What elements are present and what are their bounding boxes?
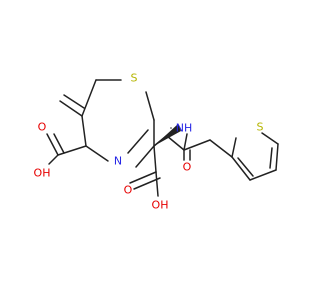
bond [183, 133, 188, 151]
bond [53, 133, 65, 154]
bond [85, 145, 109, 162]
bond [166, 135, 185, 151]
bond [81, 79, 97, 117]
bond [231, 137, 237, 158]
bond-layer-extra [183, 133, 188, 151]
bond [249, 169, 277, 181]
atom-label-hydroxyl: OH [34, 167, 51, 180]
atom-label-oxygen: O [124, 184, 133, 197]
bond [48, 154, 59, 165]
bond [145, 91, 155, 121]
bond [269, 147, 273, 169]
bond [129, 171, 157, 184]
bond [81, 115, 87, 147]
bond [209, 139, 233, 158]
molecule-structure: S N O OH NH O O OH S [34, 72, 279, 212]
atom-label-nh: NH [176, 122, 193, 135]
bond [133, 177, 161, 190]
bond [135, 145, 155, 168]
bond [155, 171, 159, 197]
bond [237, 157, 254, 177]
bond [46, 133, 59, 156]
atom-label-nitrogen: N [114, 155, 122, 168]
bond [183, 139, 211, 151]
atom-label-oxygen: O [183, 161, 192, 174]
stereo-wedge-bond [154, 124, 181, 146]
bond [63, 94, 85, 109]
bond [57, 145, 87, 156]
atom-label-oxygen: O [38, 121, 47, 134]
bond [231, 156, 251, 181]
atom-label-sulfur: S [131, 72, 138, 85]
bond [261, 132, 279, 145]
bond [127, 129, 149, 154]
bond [153, 145, 157, 173]
bond [275, 143, 279, 171]
atom-label-hydroxyl: OH [152, 199, 169, 212]
atom-label-layer: S N O OH NH O O OH S [34, 72, 264, 212]
bond-layer [46, 79, 279, 197]
atom-label-sulfur: S [257, 121, 264, 134]
bond [59, 100, 83, 117]
